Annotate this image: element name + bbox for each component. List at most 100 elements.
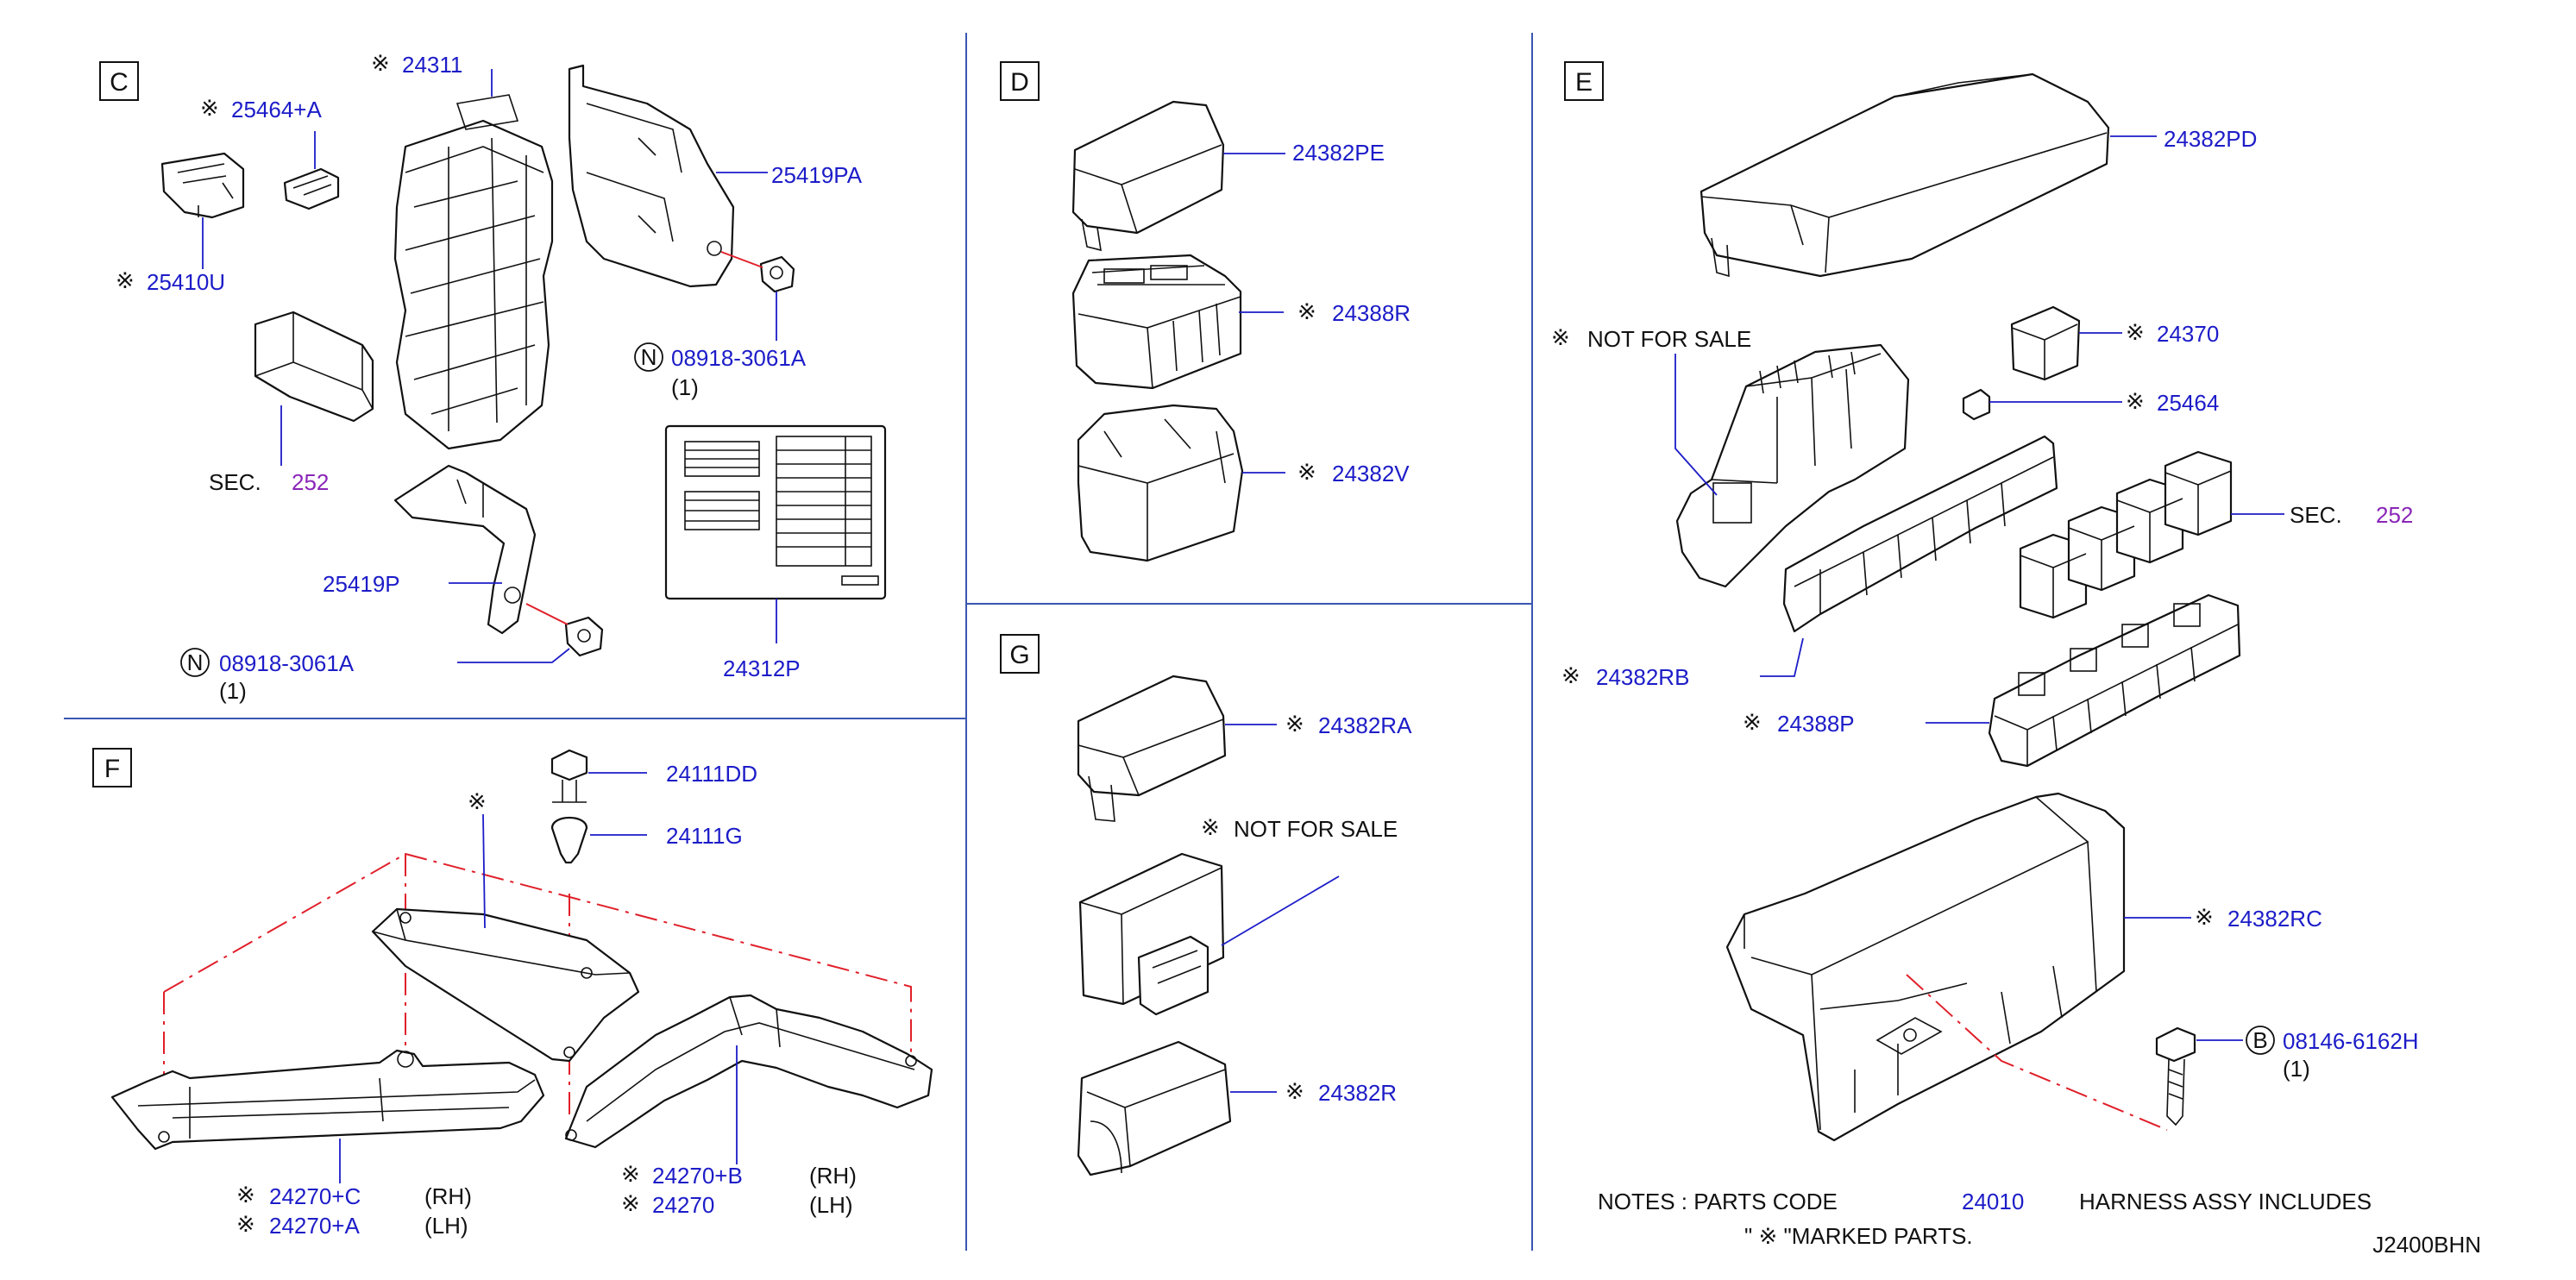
label-24270a[interactable]: 24270+A <box>269 1213 360 1239</box>
mark-24382r: ※ <box>1285 1078 1304 1104</box>
box-24382rc-drawing[interactable] <box>1725 792 2126 1142</box>
mark-24382v: ※ <box>1297 459 1316 485</box>
mark-24382rb: ※ <box>1561 662 1580 688</box>
label-24382v[interactable]: 24382V <box>1332 461 1410 486</box>
label-25410u[interactable]: 25410U <box>147 269 225 295</box>
label-24270c-side: (RH) <box>424 1183 472 1209</box>
label-24270[interactable]: 24270 <box>652 1192 714 1218</box>
diagram-id: J2400BHN <box>2372 1232 2481 1258</box>
cover-24382pd-drawing[interactable] <box>1700 72 2110 278</box>
leader-f-top <box>482 813 486 929</box>
label-08918a-code[interactable]: 08918-3061A <box>671 345 807 371</box>
relays-sec252-e-drawing[interactable] <box>2019 450 2233 619</box>
mark-not-for-sale-g: ※ <box>1201 814 1220 840</box>
nut-08918a-drawing[interactable] <box>759 255 795 293</box>
label-not-for-sale-g: NOT FOR SALE <box>1234 816 1398 842</box>
mark-24388r: ※ <box>1297 298 1316 324</box>
leader-08918b <box>457 648 570 663</box>
label-24270b[interactable]: 24270+B <box>652 1163 743 1189</box>
relay-sec252-drawing[interactable] <box>254 311 374 423</box>
n-symbol-a: N <box>634 342 663 372</box>
section-g-letter: G <box>1009 641 1029 669</box>
notes-line1-b: HARNESS ASSY INCLUDES <box>2079 1189 2372 1214</box>
label-24312p[interactable]: 24312P <box>723 656 801 681</box>
svg-text:N: N <box>641 344 657 370</box>
svg-text:B: B <box>2252 1027 2267 1053</box>
notes-line2: " ※ "MARKED PARTS. <box>1744 1223 1973 1249</box>
base-24382v-drawing[interactable] <box>1077 404 1244 562</box>
mark-24311: ※ <box>371 50 390 76</box>
label-08146-qty: (1) <box>2283 1056 2310 1082</box>
fuse-25464-drawing[interactable] <box>1962 388 1991 421</box>
label-08918a-qty: (1) <box>671 374 699 400</box>
label-24388p[interactable]: 24388P <box>1777 711 1855 737</box>
nut-08918b-drawing[interactable] <box>564 616 604 657</box>
section-e-letter: E <box>1575 68 1593 97</box>
label-24111g[interactable]: 24111G <box>666 823 743 849</box>
fuse-block-24311-drawing[interactable] <box>393 94 554 450</box>
label-sec-c-num[interactable]: 252 <box>292 469 329 495</box>
label-24312p-drawing[interactable] <box>664 424 887 600</box>
base-24382r-drawing[interactable] <box>1077 1040 1232 1176</box>
notes-line1-a: NOTES : PARTS CODE <box>1598 1189 1838 1214</box>
label-25464a[interactable]: 25464+A <box>231 97 322 122</box>
label-24382rc[interactable]: 24382RC <box>2227 906 2322 932</box>
label-08918b-code[interactable]: 08918-3061A <box>219 650 355 676</box>
section-d-box: D <box>1000 61 1040 101</box>
label-24270-side: (LH) <box>809 1192 853 1218</box>
rail-24382rb-drawing[interactable] <box>1782 435 2058 633</box>
leader-not-for-sale-e <box>1674 354 1718 496</box>
label-24382ra[interactable]: 24382RA <box>1318 712 1412 738</box>
label-24382pd[interactable]: 24382PD <box>2164 126 2257 152</box>
clip-24111dd-drawing[interactable] <box>550 749 588 803</box>
clip-24111g-drawing[interactable] <box>550 817 588 864</box>
phantom-line-c1 <box>720 251 763 268</box>
fuse-block-not-for-sale-e-drawing[interactable] <box>1675 343 1910 588</box>
relay-24370-drawing[interactable] <box>2010 305 2081 381</box>
notes-line1-code[interactable]: 24010 <box>1962 1189 2024 1214</box>
leader-24382rb <box>1760 637 1804 677</box>
label-sec-e-num[interactable]: 252 <box>2376 502 2413 528</box>
label-24311[interactable]: 24311 <box>402 52 462 78</box>
label-08146-code[interactable]: 08146-6162H <box>2283 1028 2419 1054</box>
section-f-box: F <box>92 748 132 787</box>
label-24270b-side: (RH) <box>809 1163 857 1189</box>
label-24270c[interactable]: 24270+C <box>269 1183 361 1209</box>
label-not-for-sale-e: NOT FOR SALE <box>1587 326 1751 352</box>
label-24382rb[interactable]: 24382RB <box>1596 664 1689 690</box>
label-24382r[interactable]: 24382R <box>1318 1080 1397 1106</box>
relay-not-for-sale-g-drawing[interactable] <box>1078 852 1225 1016</box>
svg-text:N: N <box>187 649 204 675</box>
phantom-line-c2 <box>525 603 569 625</box>
section-c-letter: C <box>110 68 129 97</box>
connector-25410u-drawing[interactable] <box>160 152 245 219</box>
protector-24270c-drawing[interactable] <box>110 1049 545 1151</box>
label-25419pa[interactable]: 25419PA <box>771 162 863 188</box>
label-24111dd[interactable]: 24111DD <box>666 761 757 787</box>
cover-24382ra-drawing[interactable] <box>1077 675 1227 822</box>
cover-24382pe-drawing[interactable] <box>1071 100 1225 252</box>
bracket-25419pa-drawing[interactable] <box>568 64 735 288</box>
mark-24382rc: ※ <box>2195 904 2214 930</box>
section-d-letter: D <box>1010 68 1029 97</box>
mark-24382ra: ※ <box>1285 711 1304 737</box>
section-f-letter: F <box>104 755 120 783</box>
bolt-08146-drawing[interactable] <box>2155 1026 2196 1126</box>
label-24382pe[interactable]: 24382PE <box>1292 140 1385 166</box>
label-24388r[interactable]: 24388R <box>1332 300 1411 326</box>
fuse-25464a-drawing[interactable] <box>283 167 340 210</box>
label-25419p[interactable]: 25419P <box>323 571 400 597</box>
n-symbol-b: N <box>180 648 210 677</box>
cover-24388r-drawing[interactable] <box>1071 254 1242 390</box>
label-sec-c: SEC. <box>209 469 261 495</box>
box-24388p-drawing[interactable] <box>1988 593 2241 768</box>
protector-24270b-drawing[interactable] <box>564 994 933 1149</box>
cover-f-top-drawing[interactable] <box>371 907 640 1063</box>
mark-24270a: ※ <box>236 1211 255 1237</box>
section-g-box: G <box>1000 634 1040 674</box>
label-24370[interactable]: 24370 <box>2157 321 2219 347</box>
label-25464[interactable]: 25464 <box>2157 390 2219 416</box>
mark-25464: ※ <box>2126 388 2145 414</box>
mark-24388p: ※ <box>1743 709 1762 735</box>
bracket-25419p-drawing[interactable] <box>393 464 537 635</box>
